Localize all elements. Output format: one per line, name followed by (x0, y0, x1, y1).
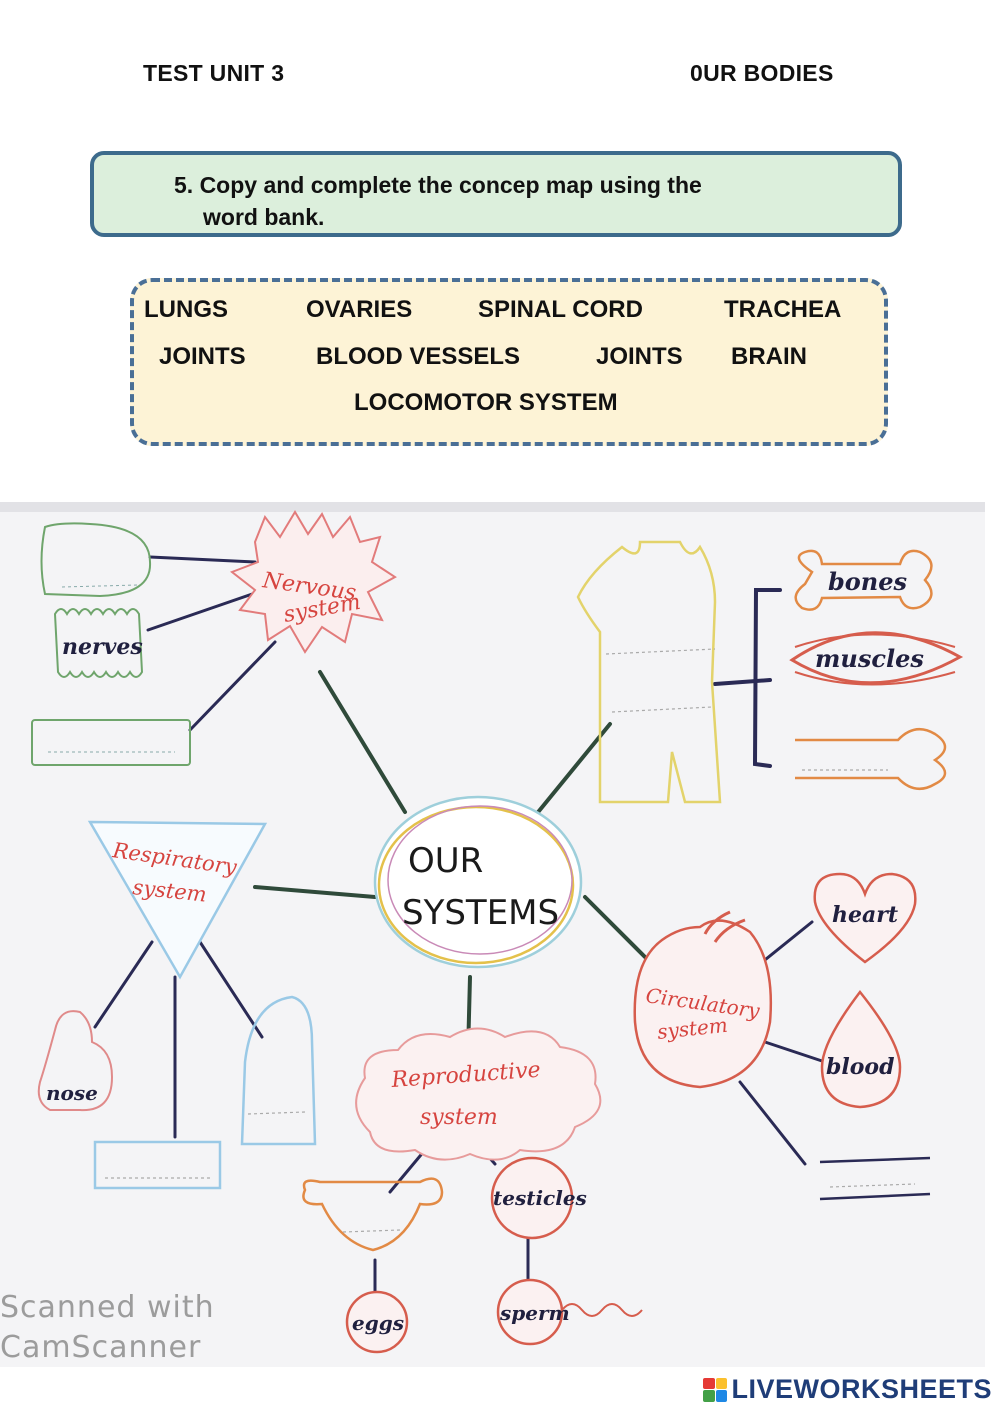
word-bank-item: LOCOMOTOR SYSTEM (354, 389, 618, 416)
word-bank-item: SPINAL CORD (478, 296, 643, 323)
logo-square (703, 1390, 715, 1402)
nose-label: nose (46, 1081, 98, 1105)
logo-square (715, 1390, 728, 1402)
eggs-label: eggs (352, 1311, 404, 1335)
word-bank: LUNGS OVARIES SPINAL CORD TRACHEA JOINTS… (130, 278, 888, 446)
test-unit-title: TEST UNIT 3 (143, 60, 285, 86)
liveworksheets-logo-icon (703, 1377, 728, 1402)
scanner-watermark-line-2: CamScanner (0, 1330, 202, 1365)
instruction-line-2: word bank. (203, 204, 325, 230)
word-bank-item: TRACHEA (724, 296, 842, 323)
blood-label: blood (826, 1054, 894, 1080)
word-bank-item: BLOOD VESSELS (316, 343, 521, 370)
center-label-2: SYSTEMS (402, 893, 559, 933)
muscles-label: muscles (815, 644, 924, 673)
word-bank-item: LUNGS (144, 296, 228, 323)
logo-square (715, 1377, 728, 1389)
word-bank-item: BRAIN (731, 343, 807, 370)
center-label-1: OUR (408, 841, 483, 881)
instruction-box: 5. Copy and complete the concep map usin… (90, 151, 902, 237)
liveworksheets-branding: LIVEWORKSHEETS (703, 1374, 992, 1405)
liveworksheets-wordmark: LIVEWORKSHEETS (731, 1374, 992, 1404)
instruction-text: 5. Copy and complete the concep map usin… (174, 169, 814, 233)
word-bank-item: OVARIES (306, 296, 413, 323)
word-bank-item: JOINTS (596, 343, 683, 370)
reproductive-system-label-2: system (420, 1105, 498, 1130)
logo-square (703, 1377, 715, 1389)
heart-label: heart (832, 902, 898, 928)
instruction-line-1: 5. Copy and complete the concep map usin… (174, 172, 702, 198)
scanner-watermark-line-1: Scanned with (0, 1290, 215, 1325)
testicles-label: testicles (493, 1186, 587, 1210)
bones-label: bones (828, 567, 908, 596)
word-bank-item: JOINTS (159, 343, 246, 370)
nerves-label: nerves (62, 634, 143, 660)
topic-title: 0UR BODIES (690, 60, 834, 86)
sperm-label: sperm (499, 1301, 570, 1325)
scanner-watermark: Scanned with CamScanner (0, 1288, 215, 1368)
concept-map-photo: nerves Nervous system bones muscles OUR … (0, 502, 985, 1367)
